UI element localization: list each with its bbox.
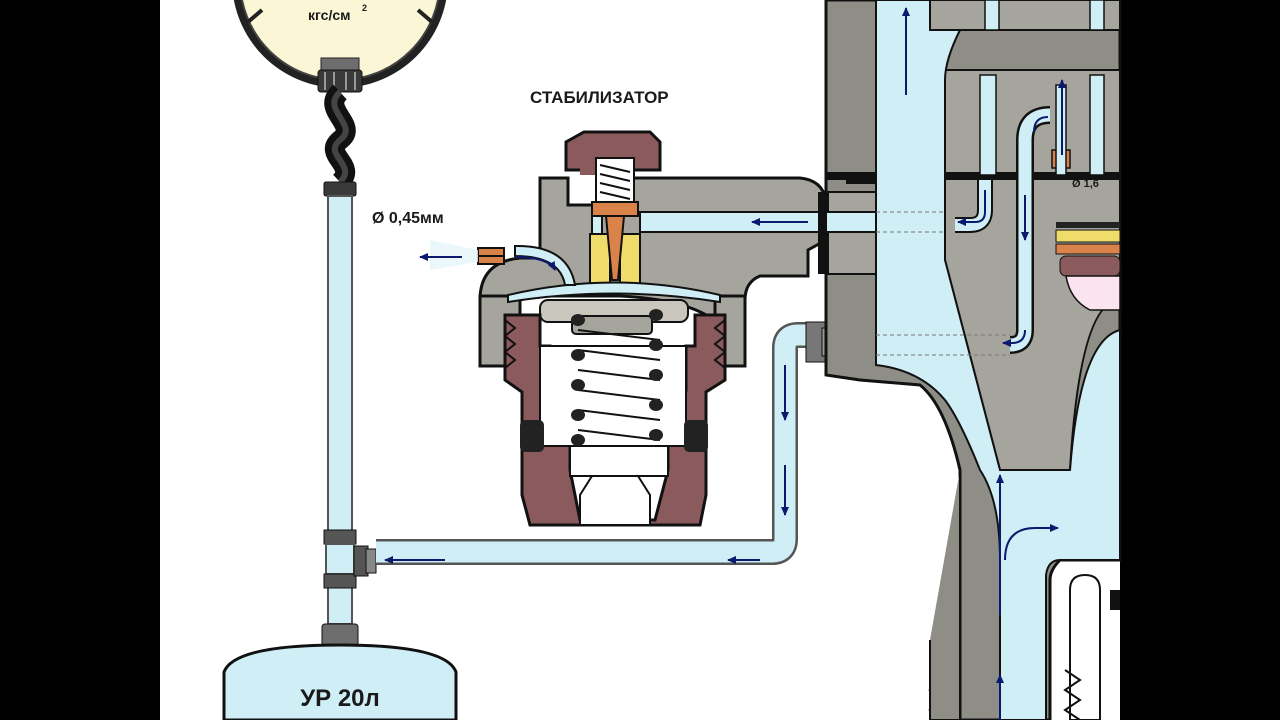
stabilizer-body — [430, 130, 869, 527]
reservoir-label: УР 20л — [300, 685, 380, 712]
orifice-diameter-label: Ø 1,6 — [1072, 178, 1099, 190]
gauge-unit-label: кгс/см — [308, 7, 350, 23]
flow-arrow-bypass-1 — [957, 190, 986, 226]
main-valve-body — [818, 0, 1122, 720]
stabilizer-title: СТАБИЛИЗАТОР — [530, 88, 669, 107]
flow-arrow-bypass-out — [1002, 329, 1026, 347]
flow-arrows — [384, 7, 1066, 720]
reservoir-20l: УР 20л — [222, 643, 458, 720]
spring — [577, 329, 661, 441]
nozzle-diameter-label: Ø 0,45мм — [372, 210, 444, 227]
pressure-gauge: кгс/см 2 — [233, 0, 447, 197]
flow-arrow-nozzle — [514, 256, 556, 271]
flow-arrow-bypass-top — [1033, 116, 1049, 133]
spring-coils — [571, 309, 663, 446]
gauge-unit-superscript: 2 — [362, 3, 367, 13]
gauge-pipe — [321, 195, 377, 647]
flow-arrow-branch — [1004, 524, 1059, 561]
